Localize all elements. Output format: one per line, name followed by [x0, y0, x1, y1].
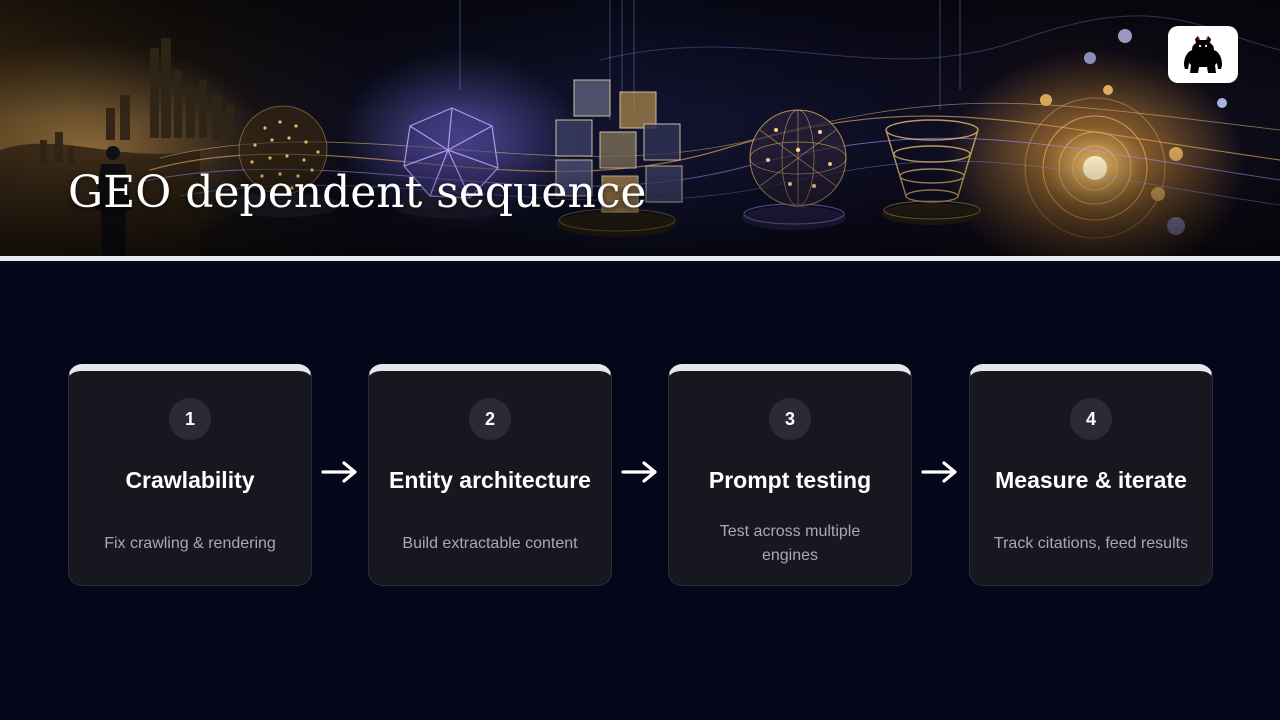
step-card-2: 2 Entity architecture Build extractable … [368, 364, 612, 586]
step-title: Entity architecture [389, 467, 591, 493]
step-description: Test across multiple engines [719, 523, 861, 564]
step-title: Measure & iterate [995, 467, 1187, 493]
step-card-3: 3 Prompt testing Test across multiple en… [668, 364, 912, 586]
header-banner: GEO dependent sequence [0, 0, 1280, 256]
step-card-1: 1 Crawlability Fix crawling & rendering [68, 364, 312, 586]
step-description: Track citations, feed results [993, 535, 1189, 552]
banner-illustration [0, 0, 1280, 256]
step-number-badge: 1 [169, 398, 211, 440]
step-number-badge: 4 [1070, 398, 1112, 440]
arrow-right-icon [921, 461, 957, 483]
step-number-badge: 3 [769, 398, 811, 440]
header-divider [0, 256, 1280, 261]
step-sequence: 1 Crawlability Fix crawling & rendering … [68, 364, 1213, 586]
step-title: Crawlability [125, 467, 255, 493]
gorilla-silhouette-icon [1184, 35, 1222, 73]
arrow-right-icon [621, 461, 657, 483]
page-title: GEO dependent sequence [68, 167, 647, 218]
step-card-4: 4 Measure & iterate Track citations, fee… [969, 364, 1213, 586]
step-description: Build extractable content [402, 535, 578, 552]
logo-badge [1168, 26, 1238, 83]
step-number-badge: 2 [469, 398, 511, 440]
step-title: Prompt testing [708, 467, 872, 493]
step-description: Fix crawling & rendering [104, 535, 276, 552]
arrow-right-icon [321, 461, 357, 483]
